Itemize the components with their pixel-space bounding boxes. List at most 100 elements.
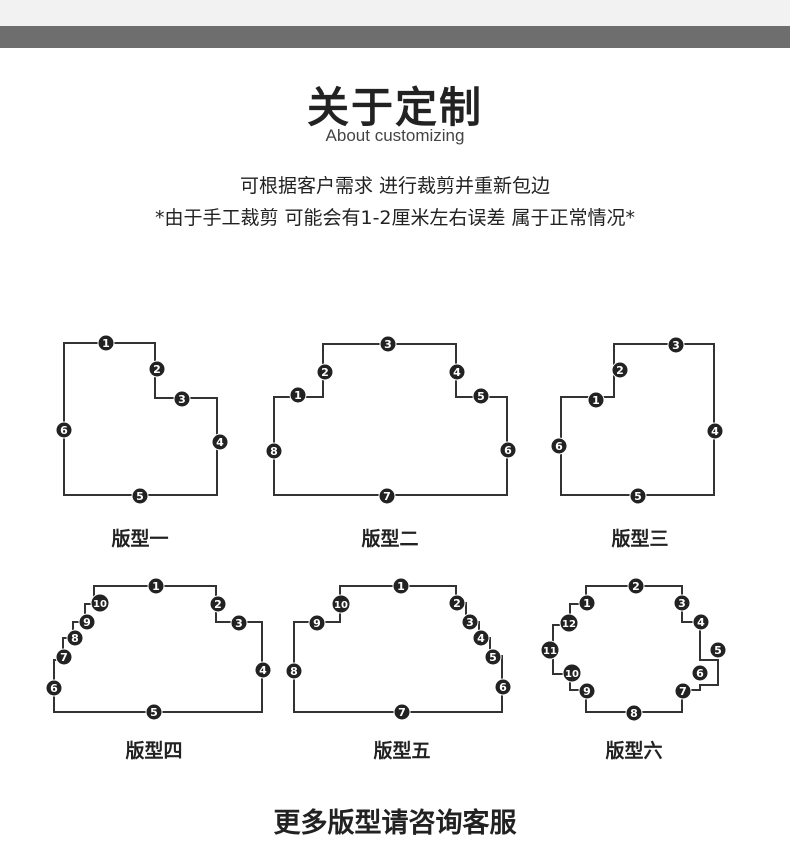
shape-6-caption: 版型六: [605, 740, 663, 762]
top-banner-bar: [0, 26, 790, 48]
edge-marker-circle: [494, 678, 512, 696]
edge-marker-label: 5: [489, 651, 497, 664]
edge-marker-label: 7: [60, 651, 68, 664]
edge-marker-label: 5: [634, 490, 642, 503]
shape-6-edge-marker-2: 2: [627, 577, 645, 595]
edge-marker-circle: [448, 363, 466, 381]
shape-4-edge-marker-3: 3: [230, 614, 248, 632]
edge-marker-label: 6: [555, 440, 563, 453]
top-light-strip: [0, 0, 790, 26]
edge-marker-circle: [289, 386, 307, 404]
edge-marker-circle: [472, 387, 490, 405]
shape-4-edge-marker-10: 10: [90, 593, 110, 613]
edge-marker-label: 9: [583, 685, 591, 698]
shape-4-edge-marker-9: 9: [78, 613, 96, 631]
edge-marker-circle: [392, 577, 410, 595]
shape-5-outline: [293, 585, 503, 713]
shape-4-edge-marker-6: 6: [45, 679, 63, 697]
shape-1-caption: 版型一: [111, 528, 169, 550]
edge-marker-label: 8: [71, 632, 79, 645]
edge-marker-label: 5: [714, 644, 722, 657]
edge-marker-circle: [578, 594, 596, 612]
edge-marker-label: 10: [93, 599, 107, 610]
edge-marker-label: 5: [136, 490, 144, 503]
shape-1-outline: [63, 342, 218, 496]
shape-2-edge-marker-1: 1: [289, 386, 307, 404]
edge-marker-label: 2: [632, 580, 640, 593]
edge-marker-circle: [674, 682, 692, 700]
edge-marker-circle: [211, 433, 229, 451]
shape-3-outline: [560, 343, 715, 496]
edge-marker-circle: [578, 682, 596, 700]
edge-marker-label: 6: [499, 681, 507, 694]
edge-marker-circle: [393, 703, 411, 721]
edge-marker-label: 11: [543, 646, 557, 657]
shape-4-caption: 版型四: [125, 740, 183, 762]
edge-marker-label: 6: [504, 444, 512, 457]
shape-3-edge-marker-4: 4: [706, 422, 724, 440]
edge-marker-label: 9: [313, 617, 321, 630]
shape-5-caption: 版型五: [373, 740, 431, 762]
edge-marker-circle: [285, 662, 303, 680]
shape-3-edge-marker-6: 6: [550, 437, 568, 455]
shape-4-edge-marker-8: 8: [66, 629, 84, 647]
shape-2-edge-marker-7: 7: [378, 487, 396, 505]
edge-marker-label: 3: [384, 338, 392, 351]
edge-marker-circle: [265, 442, 283, 460]
shape-5-edge-marker-5: 5: [484, 648, 502, 666]
shape-4-edge-marker-4: 4: [254, 661, 272, 679]
edge-marker-circle: [550, 437, 568, 455]
shape-5-edge-marker-8: 8: [285, 662, 303, 680]
footer-contact-note: 更多版型请咨询客服: [273, 808, 517, 839]
edge-marker-label: 7: [383, 490, 391, 503]
shape-5-edge-marker-9: 9: [308, 614, 326, 632]
edge-marker-label: 4: [453, 366, 461, 379]
shape-5-edge-marker-4: 4: [472, 629, 490, 647]
description-line-2: *由于手工裁剪 可能会有1-2厘米左右误差 属于正常情况*: [154, 207, 636, 229]
shape-6-edge-marker-12: 12: [559, 613, 579, 633]
shape-4-edge-marker-5: 5: [145, 703, 163, 721]
edge-marker-label: 1: [583, 597, 591, 610]
edge-marker-label: 6: [60, 424, 68, 437]
edge-marker-circle: [45, 679, 63, 697]
edge-marker-circle: [147, 577, 165, 595]
edge-marker-label: 9: [83, 616, 91, 629]
shape-2-edge-marker-5: 5: [472, 387, 490, 405]
edge-marker-circle: [148, 360, 166, 378]
edge-marker-label: 5: [477, 390, 485, 403]
edge-marker-label: 4: [697, 616, 705, 629]
edge-marker-circle: [472, 629, 490, 647]
edge-marker-label: 3: [235, 617, 243, 630]
edge-marker-circle: [230, 614, 248, 632]
edge-marker-circle: [484, 648, 502, 666]
edge-marker-circle: [629, 487, 647, 505]
edge-marker-label: 2: [453, 597, 461, 610]
edge-marker-circle: [562, 663, 582, 683]
shape-6-edge-marker-6: 6: [691, 664, 709, 682]
edge-marker-label: 1: [397, 580, 405, 593]
edge-marker-circle: [625, 704, 643, 722]
edge-marker-label: 4: [477, 632, 485, 645]
shape-2-edge-marker-8: 8: [265, 442, 283, 460]
edge-marker-label: 7: [679, 685, 687, 698]
edge-marker-circle: [173, 390, 191, 408]
edge-marker-circle: [448, 594, 466, 612]
edge-marker-label: 2: [153, 363, 161, 376]
edge-marker-circle: [587, 391, 605, 409]
shape-6-edge-marker-7: 7: [674, 682, 692, 700]
edge-marker-circle: [254, 661, 272, 679]
edge-marker-circle: [55, 648, 73, 666]
shape-3-edge-marker-1: 1: [587, 391, 605, 409]
shape-2-edge-marker-2: 2: [316, 363, 334, 381]
shape-2-edge-marker-3: 3: [379, 335, 397, 353]
shape-1-edge-marker-5: 5: [131, 487, 149, 505]
shape-1-edge-marker-3: 3: [173, 390, 191, 408]
edge-marker-circle: [692, 613, 710, 631]
shape-6-edge-marker-3: 3: [673, 594, 691, 612]
shape-2-diagram: 12 3 4 5 6 7 8: [265, 335, 517, 505]
edge-marker-label: 1: [102, 337, 110, 350]
